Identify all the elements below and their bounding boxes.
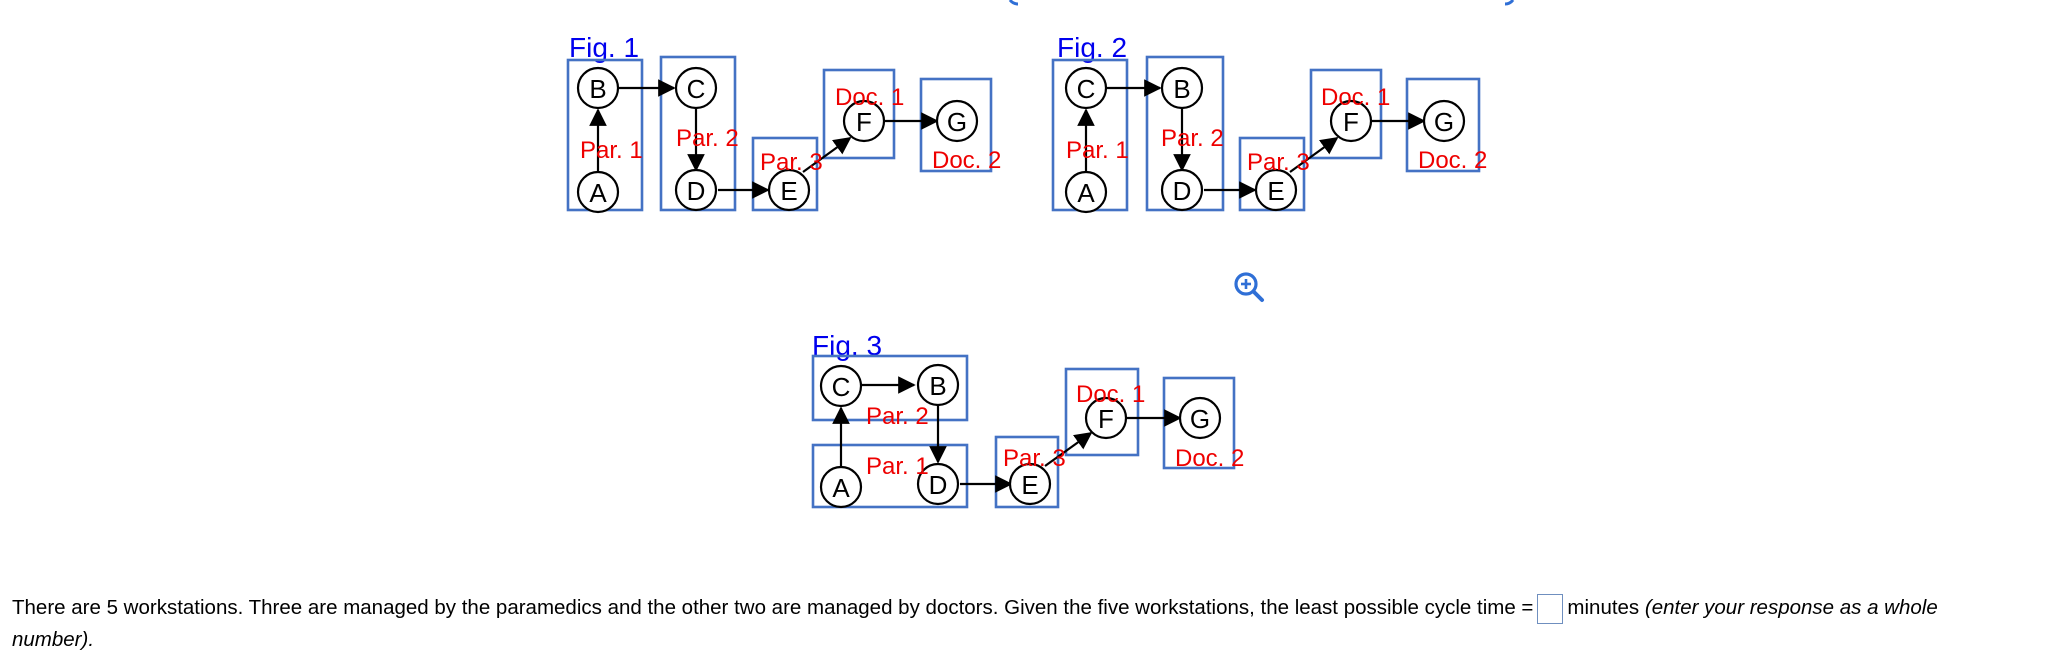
workstation-label: Par. 3 xyxy=(1003,445,1066,472)
workstation-label: Par. 2 xyxy=(866,403,929,430)
node-d: D xyxy=(674,168,718,212)
svg-text:F: F xyxy=(1343,107,1359,137)
svg-text:D: D xyxy=(687,176,706,206)
svg-text:E: E xyxy=(780,176,797,206)
node-a: A xyxy=(576,170,620,214)
figure-2: Fig. 2 A C B D E F G Par. 1 Par. 2 Par. … xyxy=(1051,32,1487,214)
node-b: B xyxy=(916,363,960,407)
svg-text:C: C xyxy=(1077,74,1096,104)
node-d: D xyxy=(916,462,960,506)
top-cutoff-decoration xyxy=(1008,0,1515,6)
node-f: F xyxy=(842,99,886,143)
edge-e-f xyxy=(1289,136,1339,173)
edge-e-f xyxy=(802,136,852,173)
question-prompt: There are 5 workstations. Three are mana… xyxy=(12,596,1534,619)
workstation-box-doc1 xyxy=(822,68,896,160)
workstation-box-doc2 xyxy=(1162,376,1236,470)
figure-1: Fig. 1 A B C D E F G Par. 1 Par. 2 Par. … xyxy=(566,32,1001,214)
workstation-box-doc2 xyxy=(919,77,993,173)
svg-text:E: E xyxy=(1021,470,1038,500)
workstation-box-par1 xyxy=(811,443,969,509)
svg-text:G: G xyxy=(1434,107,1454,137)
workstation-label: Par. 2 xyxy=(1161,125,1224,152)
svg-text:B: B xyxy=(929,371,946,401)
node-b: B xyxy=(1160,66,1204,110)
unit-label: minutes xyxy=(1567,596,1640,619)
node-a: A xyxy=(819,465,863,509)
svg-text:B: B xyxy=(1173,74,1190,104)
workstation-label: Doc. 2 xyxy=(1175,445,1244,472)
workstation-label: Doc. 2 xyxy=(932,147,1001,174)
svg-text:G: G xyxy=(947,107,967,137)
node-g: G xyxy=(1178,396,1222,440)
workstation-box-doc2 xyxy=(1405,77,1481,173)
svg-text:A: A xyxy=(1077,178,1095,208)
edge-e-f xyxy=(1044,431,1093,467)
workstation-box-doc1 xyxy=(1064,367,1140,457)
node-e: E xyxy=(1254,168,1298,212)
workstation-box-doc1 xyxy=(1309,68,1383,160)
svg-text:F: F xyxy=(856,107,872,137)
svg-text:C: C xyxy=(687,74,706,104)
workstation-label: Par. 3 xyxy=(1247,149,1310,176)
workstation-label: Doc. 1 xyxy=(835,84,904,111)
node-e: E xyxy=(767,168,811,212)
node-f: F xyxy=(1329,99,1373,143)
question-text: There are 5 workstations. Three are mana… xyxy=(12,592,2022,656)
answer-hint: (enter your response as a whole number). xyxy=(12,596,1938,651)
figure-1-label: Fig. 1 xyxy=(569,32,639,63)
node-g: G xyxy=(935,99,979,143)
workstation-box-par2 xyxy=(811,354,969,422)
workstation-label: Par. 2 xyxy=(676,125,739,152)
svg-text:G: G xyxy=(1190,404,1210,434)
node-d: D xyxy=(1160,168,1204,212)
figure-3: Fig. 3 C B A D E F G Par. 2 Par. 1 Par. … xyxy=(811,330,1244,509)
answer-input[interactable] xyxy=(1537,593,1564,624)
svg-text:C: C xyxy=(832,372,851,402)
node-c: C xyxy=(1064,66,1108,110)
svg-text:D: D xyxy=(1173,176,1192,206)
workstation-box-par3 xyxy=(994,435,1060,509)
svg-text:F: F xyxy=(1098,404,1114,434)
node-c: C xyxy=(819,364,863,408)
node-c: C xyxy=(674,66,718,110)
workstation-label: Doc. 1 xyxy=(1321,84,1390,111)
workstation-label: Par. 1 xyxy=(580,137,643,164)
workstation-label: Par. 3 xyxy=(760,149,823,176)
node-e: E xyxy=(1008,462,1052,506)
node-b: B xyxy=(576,66,620,110)
zoom-in-icon[interactable] xyxy=(1232,270,1266,304)
workstation-label: Par. 1 xyxy=(866,453,929,480)
svg-text:A: A xyxy=(589,178,607,208)
node-f: F xyxy=(1084,396,1128,440)
svg-text:B: B xyxy=(589,74,606,104)
workstation-label: Doc. 2 xyxy=(1418,147,1487,174)
svg-text:E: E xyxy=(1267,176,1284,206)
figure-2-label: Fig. 2 xyxy=(1057,32,1127,63)
svg-text:D: D xyxy=(929,470,948,500)
node-a: A xyxy=(1064,170,1108,214)
workstation-label: Par. 1 xyxy=(1066,137,1129,164)
svg-text:A: A xyxy=(832,473,850,503)
workstation-label: Doc. 1 xyxy=(1076,381,1145,408)
node-g: G xyxy=(1422,99,1466,143)
